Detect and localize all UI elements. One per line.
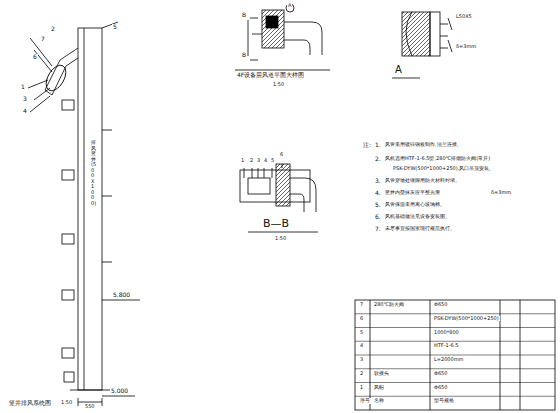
- drawing-label: B—B: [262, 218, 290, 230]
- callout-number: 4: [263, 158, 268, 164]
- callout-number: A: [394, 64, 403, 75]
- table-cell: 280℃防火阀: [373, 302, 405, 308]
- callout-number: B: [241, 12, 247, 19]
- drawing-label: 未尽事宜按国家现行规范执行。: [384, 226, 456, 232]
- table-rule: [355, 396, 555, 397]
- table-cell: 名称: [373, 398, 385, 404]
- table-cell: 6: [359, 316, 364, 322]
- table-cell: 软接头: [373, 371, 390, 377]
- drawing-label: 竖井排风系统图: [8, 400, 52, 407]
- drawing-label: PSK-DYW(500*1000+250),风口吊顶安装。: [392, 166, 495, 172]
- callout-number: A: [287, 3, 292, 9]
- table-cell: HTF-1-6.5: [433, 343, 459, 349]
- drawing-label: 风管保温采用离心玻璃棉。: [384, 202, 446, 208]
- drawing-label: 1:50: [60, 400, 73, 406]
- callout-number: 5: [112, 24, 118, 31]
- drawing-label: 2.: [374, 156, 382, 163]
- drawing-label: 1:50: [272, 82, 285, 88]
- drawing-label: 4.: [374, 190, 382, 197]
- callout-number: 1: [20, 84, 26, 91]
- table-rule: [355, 313, 555, 314]
- drawing-label: 风机选用HTF-1-6.5型,280℃排烟防火阀(常开): [384, 156, 491, 162]
- table-cell: 1: [359, 385, 364, 391]
- table-cell: Φ650: [433, 371, 448, 377]
- table-cell: 3: [359, 357, 364, 363]
- table-cell: 7: [359, 302, 364, 308]
- drawing-label: 1:50: [274, 236, 287, 242]
- table-rule: [355, 355, 555, 356]
- drawing-label: δ=3mm: [455, 44, 477, 50]
- table-cell: Φ650: [433, 302, 448, 308]
- table-rule: [355, 368, 555, 369]
- table-rule: [355, 327, 555, 328]
- callout-number: B: [241, 52, 247, 59]
- drawing-label: 注:: [362, 142, 372, 149]
- drawing-label: 风机基础做法见设备安装图。: [384, 214, 451, 220]
- drawing-label: 风管采用镀锌钢板制作,法兰连接。: [384, 142, 463, 148]
- callout-number: 2: [50, 26, 56, 33]
- callout-number: 3: [22, 96, 28, 103]
- table-cell: Φ650: [433, 385, 448, 391]
- callout-number: 6: [279, 152, 284, 158]
- table-cell: 型号规格: [433, 398, 455, 404]
- drawing-label: 5.000: [110, 388, 129, 395]
- drawing-label: 1.: [374, 142, 382, 149]
- drawing-label: 竖井内壁抹灰应平整光滑: [384, 190, 441, 196]
- drawing-label: 风管穿墙处缝隙用防火材料封堵。: [384, 178, 461, 184]
- drawing-label: 5.: [374, 202, 382, 209]
- table-cell: PSK-DYW(500*1000+250): [433, 316, 500, 322]
- table-rule: [355, 341, 555, 342]
- table-cell: 5: [359, 330, 364, 336]
- drawing-label: 6.: [374, 214, 382, 221]
- table-cell: 风帽: [373, 385, 385, 391]
- table-cell: 1000*800: [433, 330, 460, 336]
- callout-number: 4: [22, 108, 28, 115]
- drawing-label: 3.: [374, 178, 382, 185]
- table-cell: L=2000mm: [433, 357, 464, 363]
- drawing-label: 5.800: [112, 292, 131, 299]
- callout-number: 1: [240, 158, 245, 164]
- drawing-label: 7.: [374, 226, 382, 233]
- callout-number: 5: [270, 158, 275, 164]
- table-cell: 2: [359, 371, 364, 377]
- callout-number: 7: [40, 36, 46, 43]
- table-cell: 4: [359, 343, 364, 349]
- vertical-label: 排风竖井(500X1000): [90, 140, 97, 206]
- callout-number: 2: [249, 158, 254, 164]
- drawing-label: 4F设备层风道平面大样图: [236, 72, 305, 79]
- drawing-label: L50X5: [455, 14, 473, 20]
- callout-number: 6: [32, 54, 38, 61]
- table-rule: [355, 382, 555, 383]
- drawing-label: δ=3mm: [490, 190, 512, 196]
- drawing-label: 550: [84, 404, 96, 410]
- table-cell: 序号: [359, 398, 371, 404]
- callout-number: 3: [256, 158, 261, 164]
